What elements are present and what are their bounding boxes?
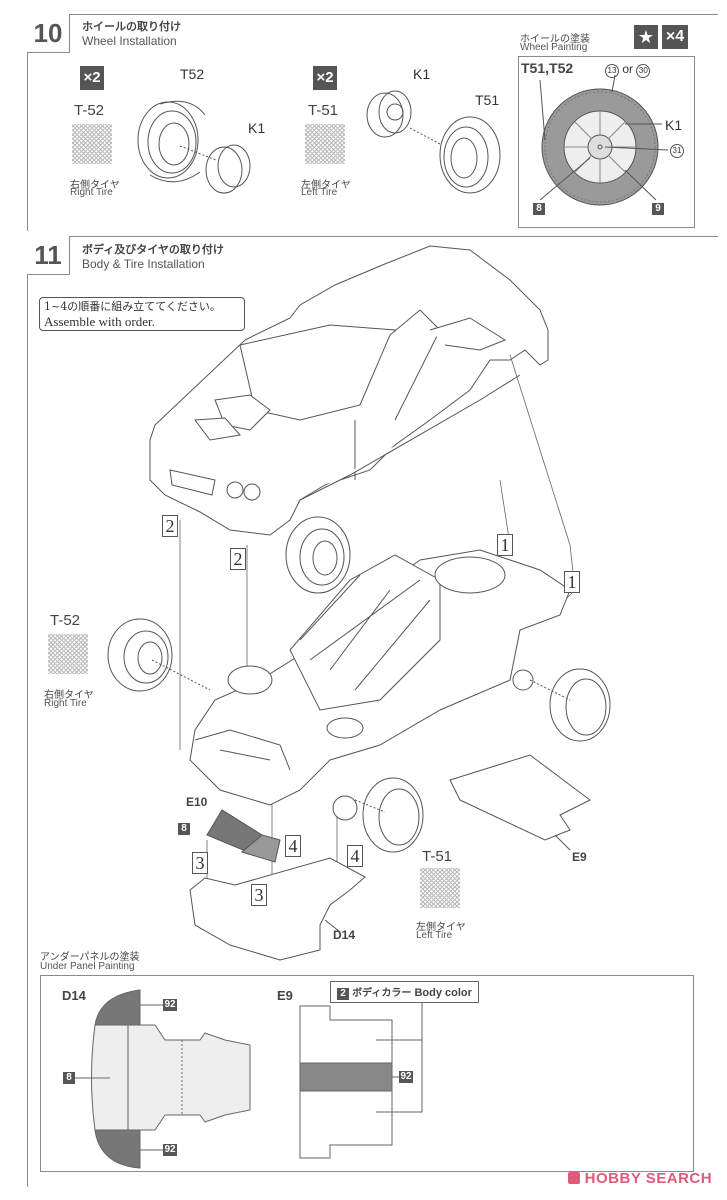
step11-title-en: Body & Tire Installation bbox=[82, 257, 205, 271]
order-marker-2a: 2 bbox=[162, 515, 178, 537]
color-92-badge-top: 92 bbox=[163, 999, 177, 1011]
painting-k1-label: K1 bbox=[665, 117, 683, 133]
painting-parts-label: T51,T52 bbox=[521, 60, 574, 76]
tire-t51-drawing bbox=[409, 116, 501, 194]
tread-label-t52: T-52 bbox=[74, 102, 105, 119]
part-e10-drawing bbox=[206, 809, 281, 863]
left-tire-label-jp: 左側タイヤ bbox=[301, 180, 351, 191]
order-marker-4a: 4 bbox=[285, 835, 301, 857]
e9-label: E9 bbox=[277, 988, 293, 1003]
assembly-order-note: 1~4の順番に組み立ててください。 Assemble with order. bbox=[39, 297, 245, 331]
car-body-drawing bbox=[149, 245, 549, 536]
right-tire-label-jp: 右側タイヤ bbox=[70, 180, 120, 191]
tread-label-t51: T-51 bbox=[308, 102, 339, 119]
left-tire-label-en-step11: Left Tire bbox=[416, 930, 453, 941]
order-marker-3b: 3 bbox=[251, 884, 267, 906]
d14-label: D14 bbox=[62, 988, 86, 1003]
part-label-d14: D14 bbox=[333, 928, 356, 942]
color-31: 31 bbox=[670, 144, 684, 158]
or-text: or bbox=[622, 62, 634, 76]
wheel-front-right-drawing bbox=[285, 516, 351, 594]
part-label-k1-left: K1 bbox=[413, 66, 431, 82]
order-marker-1a: 1 bbox=[497, 534, 513, 556]
hobby-search-logo-icon bbox=[568, 1172, 580, 1184]
step10-title-jp: ホイールの取り付け bbox=[82, 20, 181, 33]
right-tire-label-en: Right Tire bbox=[70, 187, 113, 198]
wheel-rear-right-drawing bbox=[107, 618, 211, 692]
wheel-painting-box bbox=[518, 56, 695, 228]
body-color-legend: 2 ボディカラー Body color bbox=[330, 981, 479, 1003]
tread-pattern-icon bbox=[420, 868, 460, 908]
right-tire-label-jp-step11: 右側タイヤ bbox=[44, 690, 94, 701]
panel-d14-drawing bbox=[189, 857, 366, 961]
color-9-badge: 9 bbox=[652, 203, 664, 215]
qty-badge-x4: ×4 bbox=[662, 25, 688, 49]
panel-e9-drawing bbox=[449, 754, 591, 841]
left-tire-label-en: Left Tire bbox=[301, 187, 338, 198]
wheel-painting-title-en: Wheel Painting bbox=[520, 42, 588, 53]
body-color-en: Body color bbox=[414, 987, 472, 999]
hobby-search-watermark: HOBBY SEARCH bbox=[568, 1170, 712, 1187]
wheel-k1-drawing bbox=[179, 144, 251, 194]
step11-frame bbox=[27, 236, 718, 1187]
order-marker-3a: 3 bbox=[192, 852, 208, 874]
step11-title-jp: ボディ及びタイヤの取り付け bbox=[82, 243, 224, 256]
part-label-t51: T51 bbox=[475, 92, 500, 108]
color-13: 13 bbox=[605, 64, 619, 78]
order-marker-4b: 4 bbox=[347, 845, 363, 867]
step10-frame bbox=[27, 14, 718, 231]
order-marker-1b: 1 bbox=[564, 571, 580, 593]
tread-pattern-icon bbox=[305, 124, 345, 164]
body-color-jp: ボディカラー bbox=[352, 988, 412, 999]
step10-number: 10 bbox=[27, 14, 70, 53]
tire-t52-drawing bbox=[137, 100, 206, 183]
part-label-t52: T52 bbox=[180, 66, 205, 82]
step11-number: 11 bbox=[27, 236, 70, 275]
part-label-e9: E9 bbox=[572, 850, 587, 864]
color-30: 30 bbox=[636, 64, 651, 78]
painting-wheel-drawing bbox=[539, 74, 669, 206]
order-marker-2b: 2 bbox=[230, 548, 246, 570]
tread-label-t51-step11: T-51 bbox=[422, 848, 453, 865]
color-8-badge: 8 bbox=[533, 203, 545, 215]
star-icon: ★ bbox=[634, 25, 658, 49]
part-label-k1-right: K1 bbox=[248, 120, 266, 136]
wheel-rear-left-drawing bbox=[529, 668, 611, 742]
color-8-badge-e10: 8 bbox=[178, 823, 190, 835]
wheel-k1-left-drawing bbox=[366, 90, 412, 138]
color-8-badge-d14: 8 bbox=[63, 1072, 75, 1084]
note-en: Assemble with order. bbox=[44, 314, 155, 329]
wheel-front-left-drawing bbox=[354, 777, 424, 853]
under-panel-box bbox=[40, 975, 694, 1172]
tread-pattern-icon bbox=[72, 124, 112, 164]
right-tire-label-en-step11: Right Tire bbox=[44, 698, 87, 709]
tire-color-callout: 13 or 30 bbox=[605, 62, 651, 78]
left-tire-label-jp-step11: 左側タイヤ bbox=[416, 922, 466, 933]
under-panel-title-en: Under Panel Painting bbox=[40, 961, 135, 972]
step10-title-en: Wheel Installation bbox=[82, 34, 177, 48]
note-jp: 1~4の順番に組み立ててください。 bbox=[44, 300, 221, 313]
color-92-badge-bottom: 92 bbox=[163, 1144, 177, 1156]
tread-label-t52-step11: T-52 bbox=[50, 612, 81, 629]
part-label-e10: E10 bbox=[186, 795, 208, 809]
tread-pattern-icon bbox=[48, 634, 88, 674]
qty-badge-right: ×2 bbox=[80, 66, 104, 90]
watermark-text: HOBBY SEARCH bbox=[584, 1170, 713, 1187]
under-panel-title-jp: アンダーパネルの塗装 bbox=[40, 952, 140, 963]
wheel-painting-title-jp: ホイールの塗装 bbox=[520, 34, 590, 45]
color-92-badge-e9: 92 bbox=[399, 1071, 413, 1083]
chassis-drawing bbox=[189, 549, 571, 821]
qty-badge-left: ×2 bbox=[313, 66, 337, 90]
body-color-num-badge: 2 bbox=[337, 988, 349, 1000]
